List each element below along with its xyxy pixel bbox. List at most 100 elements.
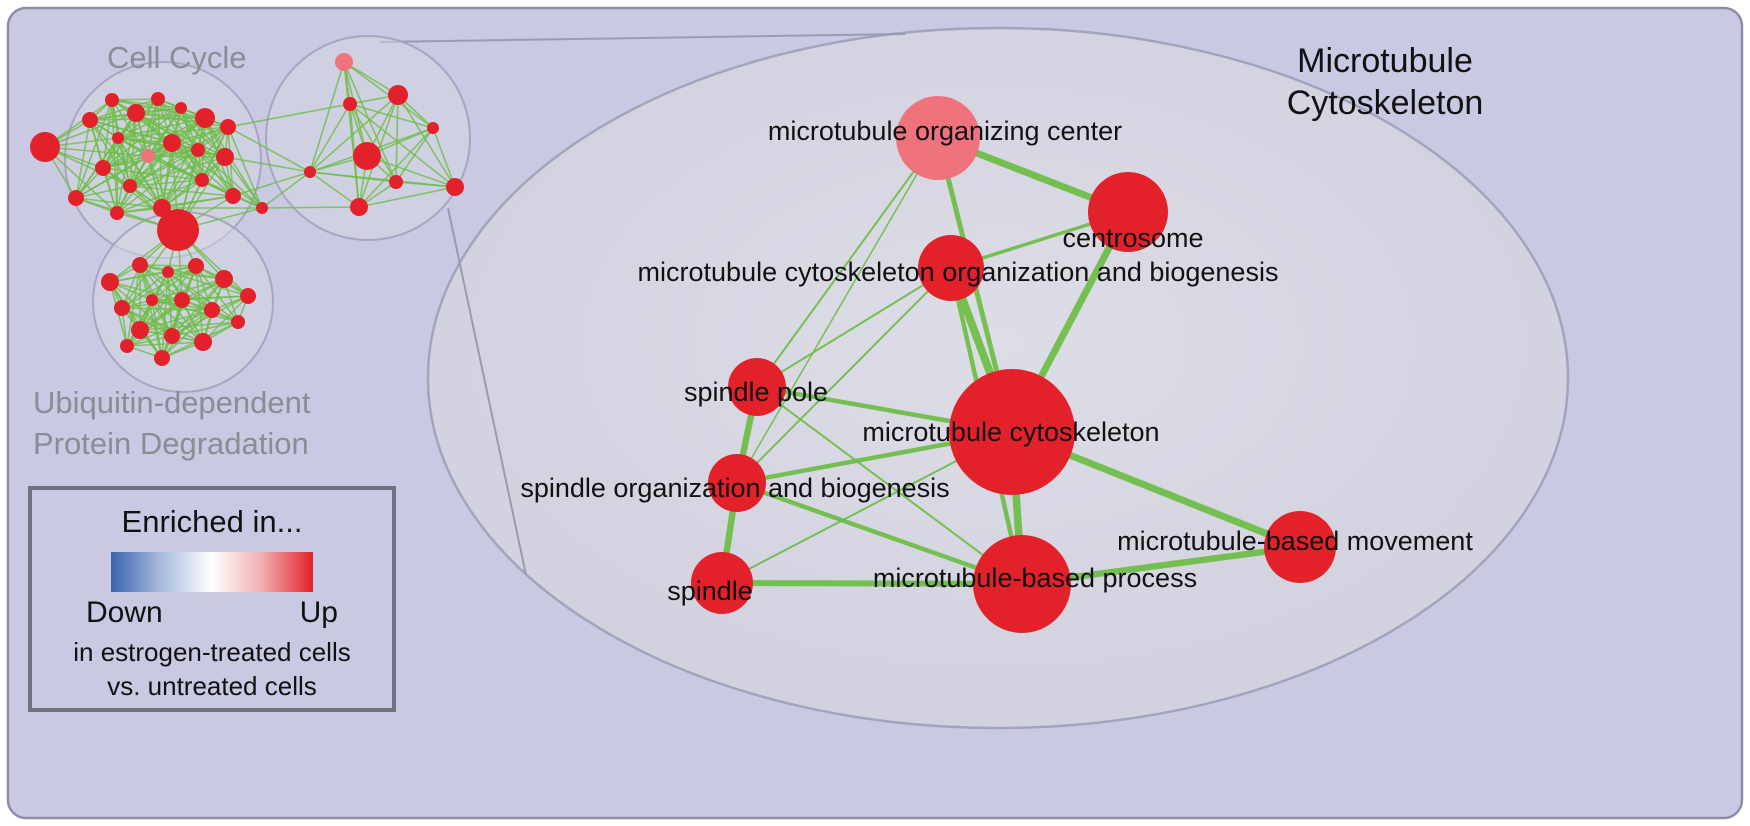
zoom-guide-lines xyxy=(379,33,906,576)
overview-edge xyxy=(135,112,199,151)
overview-edge xyxy=(171,321,239,337)
overview-node xyxy=(215,270,233,288)
overview-edge xyxy=(139,264,197,267)
overview-edge xyxy=(129,185,234,197)
overview-node xyxy=(220,119,236,135)
overview-node xyxy=(231,315,245,329)
overview-node xyxy=(163,134,181,152)
overview-node xyxy=(240,288,256,304)
node-label-mco: microtubule cytoskeleton organization an… xyxy=(638,257,1279,287)
overview-edge xyxy=(227,126,263,209)
overview-edge xyxy=(129,156,226,187)
overview-edge xyxy=(224,156,263,209)
overview-edge xyxy=(232,171,311,197)
legend-up-label: Up xyxy=(299,596,338,629)
overview-edge xyxy=(161,149,199,209)
overview-node xyxy=(132,257,148,273)
legend-down-label: Down xyxy=(86,596,163,629)
node-mbm xyxy=(1264,511,1336,583)
node-label-spindle_pole: spindle pole xyxy=(684,377,828,407)
overview-node xyxy=(112,132,124,144)
overview-edge xyxy=(181,295,249,301)
overview-network xyxy=(30,35,471,393)
overview-edge xyxy=(309,61,345,173)
overview-node xyxy=(120,339,134,353)
node-label-mt_cyto: microtubule cytoskeleton xyxy=(862,417,1159,447)
overview-edge xyxy=(129,149,199,187)
overview-edge xyxy=(121,271,169,309)
overview-edge xyxy=(75,197,163,209)
overview-node xyxy=(225,188,241,204)
zoom-guide-line-2 xyxy=(447,207,527,576)
overview-edge xyxy=(139,264,163,359)
detail-network: microtubule organizing centercentrosomem… xyxy=(520,96,1473,633)
overview-edge xyxy=(111,99,118,214)
legend-caption-line1: in estrogen-treated cells xyxy=(73,637,351,667)
legend-title: Enriched in... xyxy=(121,504,303,539)
overview-edge xyxy=(151,278,225,301)
overview-edge xyxy=(171,142,234,197)
overview-node xyxy=(82,112,98,128)
overview-edge xyxy=(129,142,173,187)
node-label-moc: microtubule organizing center xyxy=(768,116,1122,146)
overview-node xyxy=(114,300,130,316)
overview-edge xyxy=(129,112,137,187)
overview-edge xyxy=(180,107,203,181)
node-spindle_pole xyxy=(728,358,786,416)
legend-caption: in estrogen-treated cells vs. untreated … xyxy=(73,636,350,704)
overview-edge xyxy=(147,98,159,157)
node-mbp xyxy=(973,535,1071,633)
overview-edge xyxy=(397,94,456,188)
overview-node xyxy=(123,179,137,193)
cluster-circle-mt xyxy=(265,35,471,241)
overview-node xyxy=(388,85,408,105)
zoom-guide-line-1 xyxy=(379,33,906,43)
legend-downup-row: Down Up xyxy=(86,596,338,630)
legend-box: Enriched in... Down Up in estrogen-treat… xyxy=(28,486,396,712)
overview-edge xyxy=(395,181,456,188)
overview-edge xyxy=(111,98,159,101)
overview-edge xyxy=(161,126,229,209)
overview-edge xyxy=(227,103,351,128)
overview-node xyxy=(256,202,268,214)
edge-mco-spindle_pole xyxy=(756,267,952,388)
overview-edge xyxy=(343,61,399,96)
overview-edge xyxy=(116,179,203,214)
edge-spindle_org-mbp xyxy=(734,480,1025,587)
overview-node xyxy=(151,92,165,106)
overview-edge xyxy=(358,127,434,208)
overview-node xyxy=(304,166,316,178)
overview-node xyxy=(146,294,158,306)
node-mco xyxy=(918,235,984,301)
overview-node xyxy=(101,273,119,291)
overview-node xyxy=(335,53,353,71)
overview-edge xyxy=(139,309,213,331)
overview-node xyxy=(68,190,84,206)
node-label-mbp: microtubule-based process xyxy=(873,563,1197,593)
microtubule-title-line2: Cytoskeleton xyxy=(1286,84,1484,123)
overview-node xyxy=(389,175,403,189)
node-label-spindle: spindle xyxy=(667,576,753,606)
overview-edge xyxy=(102,98,159,169)
overview-edge xyxy=(227,126,311,173)
overview-edge xyxy=(366,155,456,188)
overview-node xyxy=(127,104,145,122)
overview-edge xyxy=(151,299,204,343)
legend-gradient-bar xyxy=(111,552,313,592)
overview-node xyxy=(195,173,209,187)
overview-edge xyxy=(116,137,119,214)
overview-edge xyxy=(309,94,399,173)
overview-node xyxy=(350,198,368,216)
node-spindle_org xyxy=(708,454,766,512)
overview-node xyxy=(131,321,149,339)
node-moc xyxy=(896,96,980,180)
overview-edge xyxy=(161,195,234,209)
cluster-label-cell-cycle: Cell Cycle xyxy=(107,40,247,75)
overview-nodes xyxy=(30,53,464,366)
edge-spindle-mbp xyxy=(719,580,1025,587)
cluster-label-ubiquitin: Ubiquitin-dependent Protein Degradation xyxy=(33,383,311,465)
overview-node xyxy=(110,206,124,220)
overview-edge xyxy=(261,206,360,209)
overview-edge xyxy=(147,126,229,157)
